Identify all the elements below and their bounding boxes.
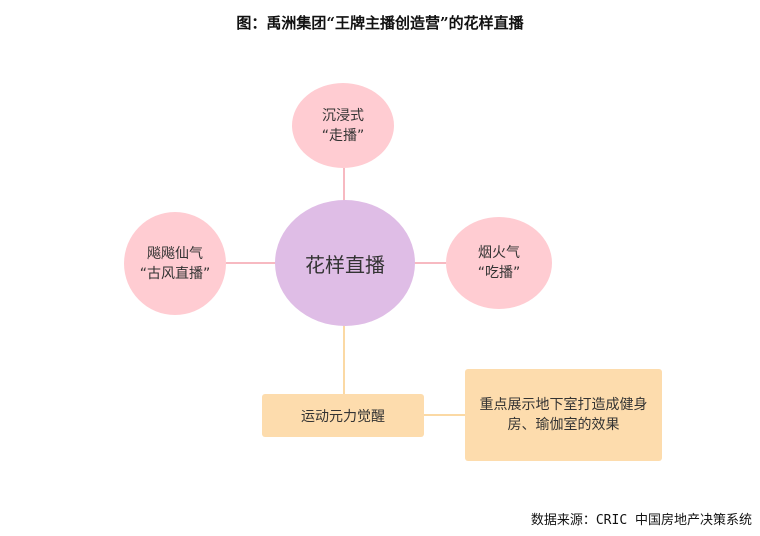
left-node-line2: “古风直播” bbox=[139, 265, 211, 282]
page-title: 图：禹洲集团“王牌主播创造营”的花样直播 bbox=[236, 14, 524, 32]
left-node: 飚飚仙气 “古风直播” bbox=[124, 212, 226, 315]
detail-box: 重点展示地下室打造成健身房、瑜伽室的效果 bbox=[465, 369, 662, 461]
detail-box-label: 重点展示地下室打造成健身房、瑜伽室的效果 bbox=[479, 397, 648, 433]
source-note: 数据来源：CRIC 中国房地产决策系统 bbox=[530, 513, 752, 528]
bottom-box: 运动元力觉醒 bbox=[262, 394, 424, 437]
top-node: 沉浸式 “走播” bbox=[292, 83, 394, 168]
left-node-line1: 飚飚仙气 bbox=[147, 245, 203, 262]
center-node-label: 花样直播 bbox=[305, 252, 385, 277]
top-node-line2: “走播” bbox=[321, 127, 365, 144]
bottom-box-label: 运动元力觉醒 bbox=[301, 408, 385, 425]
center-node: 花样直播 bbox=[275, 200, 415, 326]
right-node: 烟火气 “吃播” bbox=[446, 217, 552, 309]
right-node-line1: 烟火气 bbox=[478, 245, 520, 261]
right-node-line2: “吃播” bbox=[477, 265, 521, 281]
top-node-line1: 沉浸式 bbox=[322, 107, 364, 124]
